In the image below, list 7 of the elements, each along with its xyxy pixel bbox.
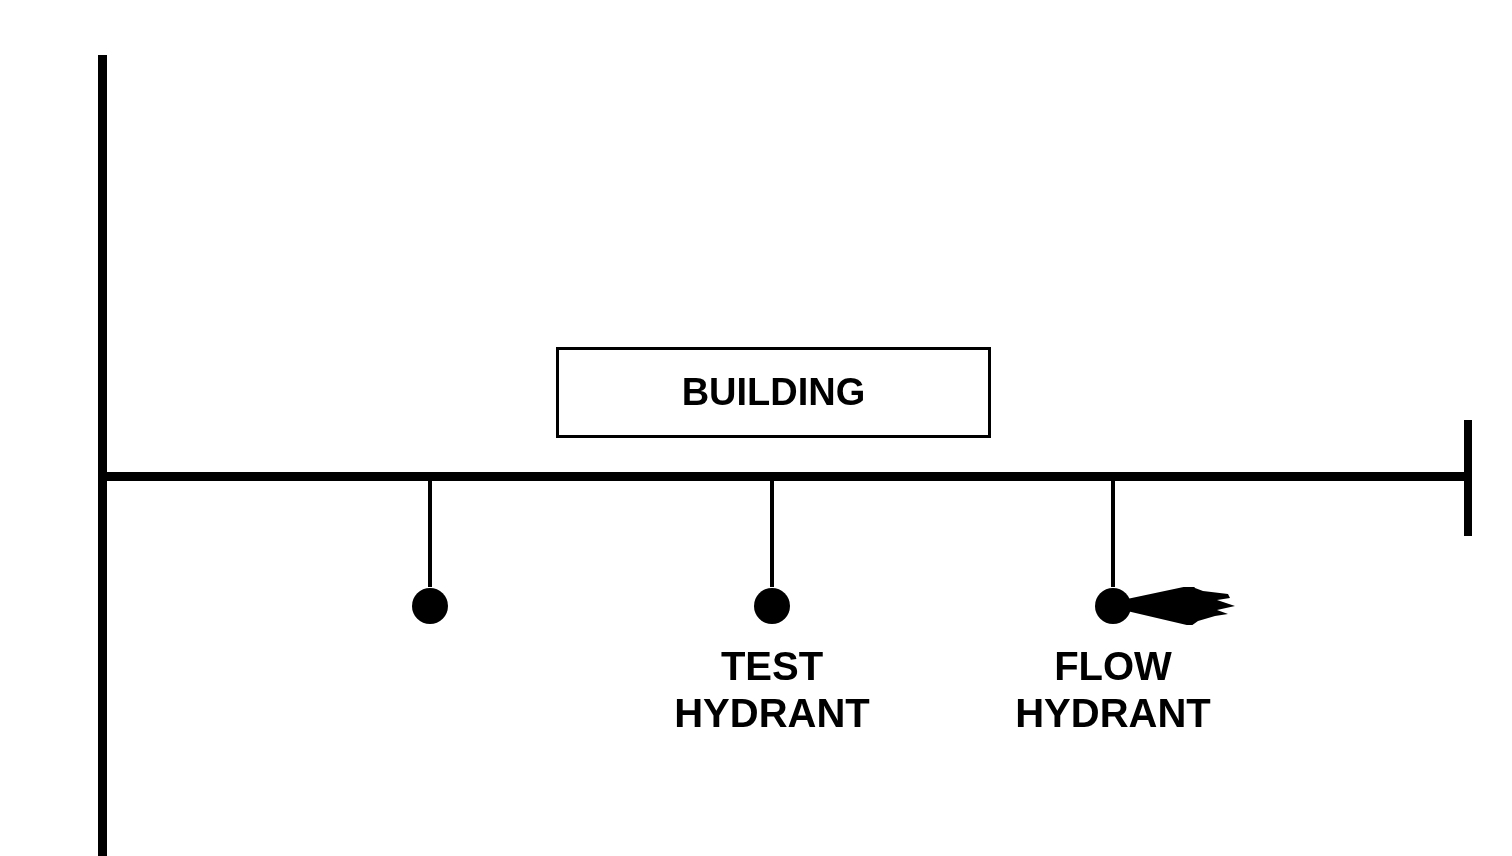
- building-box: [556, 347, 991, 438]
- branch-line: [770, 481, 774, 587]
- hydrant-label: TEST HYDRANT: [673, 643, 871, 737]
- building-label: BUILDING: [681, 371, 866, 414]
- branch-line: [428, 481, 432, 587]
- branch-line: [1111, 481, 1115, 587]
- hydrant-label: FLOW HYDRANT: [1014, 643, 1212, 737]
